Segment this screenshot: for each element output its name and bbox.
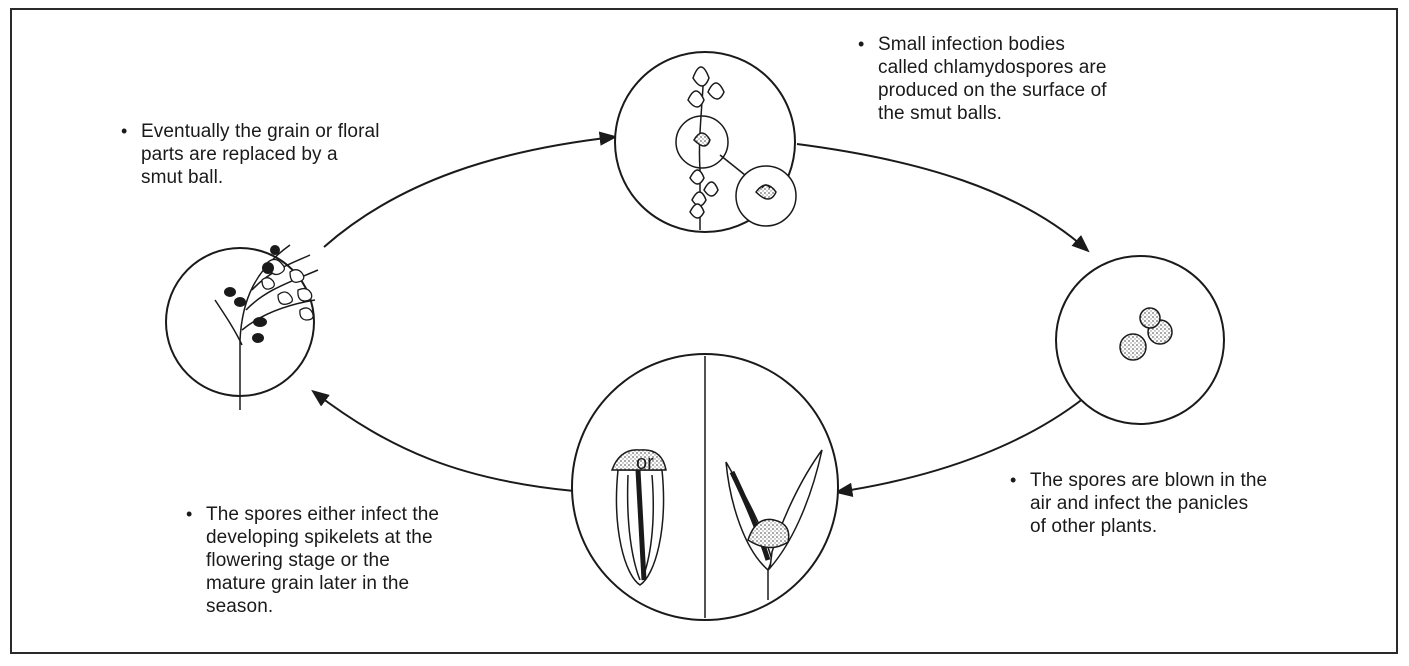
note-line: air and infect the panicles [1030, 492, 1267, 515]
note-line: Eventually the grain or floral [141, 120, 380, 143]
note-spread: • The spores are blown in the air and in… [1030, 469, 1267, 538]
note-line: smut ball. [141, 166, 380, 189]
or-label: or [636, 452, 654, 475]
note-line: Small infection bodies [878, 33, 1107, 56]
bullet-icon: • [121, 120, 127, 143]
note-smut-ball: • Eventually the grain or floral parts a… [141, 120, 380, 189]
note-line: produced on the surface of [878, 79, 1107, 102]
arrow-bottom-to-left [314, 392, 574, 491]
arrow-top-to-right [797, 144, 1087, 250]
note-chlamydospores: • Small infection bodies called chlamydo… [878, 33, 1107, 125]
note-line: season. [206, 595, 439, 618]
note-line: developing spikelets at the [206, 526, 439, 549]
note-line: the smut balls. [878, 102, 1107, 125]
note-line: called chlamydospores are [878, 56, 1107, 79]
note-line: The spores are blown in the [1030, 469, 1267, 492]
note-line: mature grain later in the [206, 572, 439, 595]
bullet-icon: • [1010, 469, 1016, 492]
bullet-icon: • [858, 33, 864, 56]
note-line: flowering stage or the [206, 549, 439, 572]
note-line: of other plants. [1030, 515, 1267, 538]
note-infection: • The spores either infect the developin… [206, 503, 439, 618]
note-line: parts are replaced by a [141, 143, 380, 166]
note-line: The spores either infect the [206, 503, 439, 526]
bullet-icon: • [186, 503, 192, 526]
